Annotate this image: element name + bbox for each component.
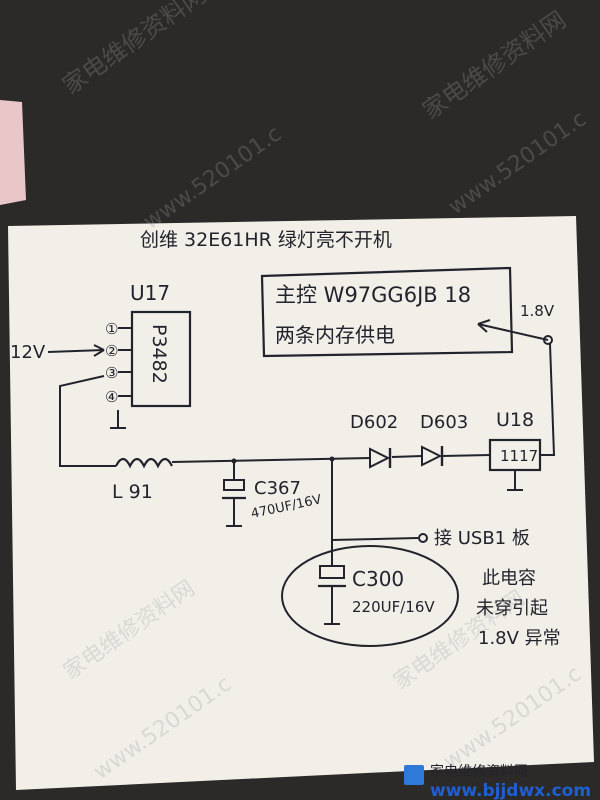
u18-regulator: U18 1117 (488, 343, 556, 491)
node-usb (418, 533, 428, 543)
pin-2: ② (105, 342, 118, 360)
d603-label: D603 (420, 412, 468, 433)
footer-brand: 家电维修资料网 (430, 763, 528, 780)
fault-note-line3: 1.8V 异常 (478, 628, 561, 649)
chip-note-line1: 主控 W97GG6JB 18 (275, 283, 471, 307)
l91-label: L 91 (112, 481, 153, 503)
wire-to-usb (331, 537, 419, 541)
label-18v-top: 1.8V (520, 302, 555, 320)
footer-watermark: 家电维修资料网 www.bjjdwx.com (404, 763, 591, 800)
usb-note: 接 USB1 板 (434, 528, 530, 549)
u18-label: U18 (496, 409, 534, 431)
label-12v: 12V (10, 342, 46, 363)
pin-4: ④ (105, 388, 118, 406)
footer-url: www.bjjdwx.com (430, 781, 591, 800)
c300-highlight-ellipse (281, 545, 459, 647)
c367-name: C367 (254, 478, 301, 499)
u17-part: P3482 (148, 324, 170, 384)
logo-icon (404, 765, 424, 785)
capacitor-c300: C300 220UF/16V (281, 545, 459, 647)
u18-part: 1117 (500, 447, 538, 465)
u17-label: U17 (130, 281, 170, 305)
main-rail (171, 457, 371, 463)
wire-u17-to-l91 (59, 375, 116, 467)
pink-note (0, 100, 26, 205)
diode-d603: D603 (420, 412, 468, 467)
u17-chip: U17 P3482 ① ② ③ ④ (105, 281, 192, 429)
chip-note-line2: 两条内存供电 (275, 323, 395, 347)
inductor-l91: L 91 (112, 457, 173, 503)
pin-3: ③ (105, 364, 118, 382)
node-18v-top (543, 335, 553, 345)
paper-sheet (8, 216, 594, 790)
fault-note-line2: 未穿引起 (476, 598, 548, 619)
wire-12v (47, 349, 105, 353)
diode-d602: D602 (350, 412, 398, 469)
c300-name: C300 (352, 567, 404, 591)
arrow-to-chip (477, 323, 549, 341)
d602-label: D602 (350, 412, 398, 433)
pin-1: ① (105, 320, 118, 338)
main-chip-note: 主控 W97GG6JB 18 两条内存供电 (260, 266, 514, 358)
fault-note-line1: 此电容 (482, 568, 536, 589)
wire-u18-out (540, 343, 556, 456)
diagram-title: 创维 32E61HR 绿灯亮不开机 (140, 229, 392, 251)
c300-value: 220UF/16V (352, 598, 435, 616)
